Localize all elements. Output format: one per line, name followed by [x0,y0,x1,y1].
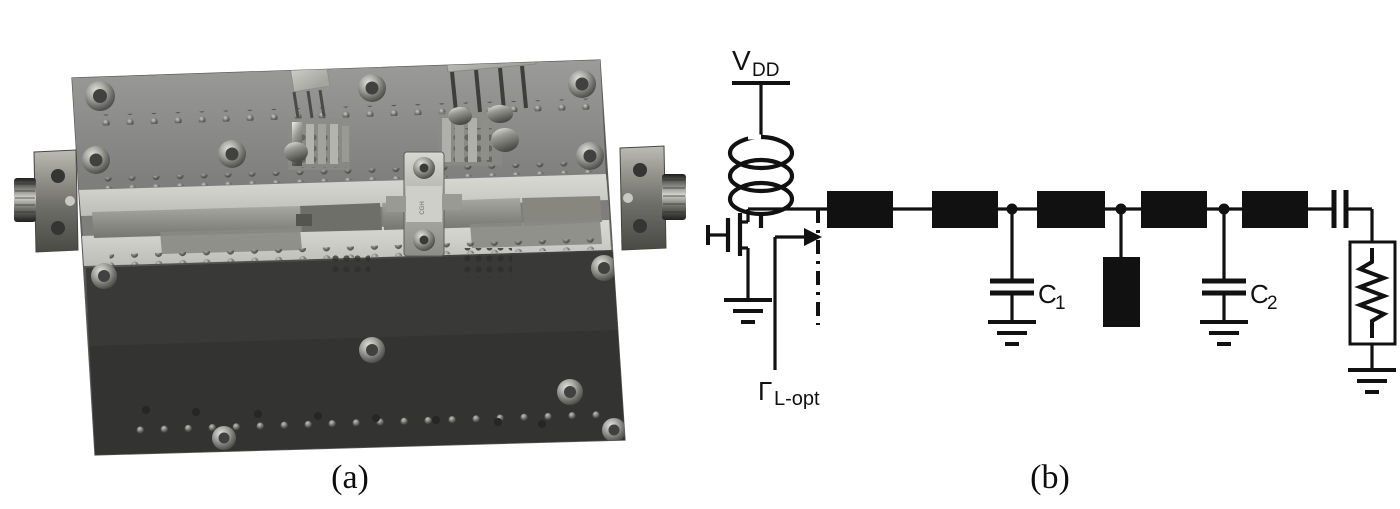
shunt-capacitor-c2 [1202,278,1246,322]
svg-text:CGH: CGH [420,201,426,214]
transmission-line-2 [932,191,998,228]
output-matching-network-schematic: V DD Γ L-opt C 1 C 2 [706,45,1397,410]
sma-connector-output [619,145,686,251]
transistor-package: CGH [386,151,462,257]
gamma-label-subscript: L-opt [774,388,820,410]
vdd-label-main: V [732,45,751,76]
open-stub [1103,257,1140,327]
source-ground [724,298,772,324]
caption-b: (b) [1030,459,1070,496]
gamma-leader [773,235,804,370]
panel-a-photograph: CGH [0,0,700,496]
load-ground [1348,368,1396,394]
c1-ground [988,320,1036,346]
smd-component-bank-left [284,118,350,170]
transistor-fet [706,209,750,300]
transmission-line-5 [1242,191,1308,228]
load-resistor [1354,248,1390,338]
c2-ground [1200,320,1248,346]
matching-pad-left [160,228,302,254]
transmission-line-3 [1037,191,1105,228]
via-hole-rows [98,98,617,438]
smd-component-bank-right [438,112,519,166]
panel-b-schematic: V DD Γ L-opt C 1 C 2 (b) [700,0,1400,509]
pcb-photograph: CGH [0,0,700,460]
transmission-line-4 [1141,191,1207,228]
reference-arrow-head [804,228,822,246]
c2-label-main: C [1250,279,1269,309]
sma-connector-input [14,149,79,253]
caption-a: (a) [331,459,369,496]
bias-connector-large [439,60,537,125]
shunt-capacitor-c1 [990,278,1034,322]
schematic-labels: V DD Γ L-opt C 1 C 2 [732,45,1278,410]
c1-label-subscript: 1 [1055,293,1066,314]
rf-choke-inductor [727,134,795,228]
gamma-label-main: Γ [758,376,772,406]
dc-block-capacitor [1331,190,1372,228]
c2-label-subscript: 2 [1267,293,1278,314]
vdd-label-subscript: DD [752,60,779,81]
substrate-strip-upper [79,174,608,216]
c1-label-main: C [1038,279,1057,309]
transmission-line-1 [827,191,893,228]
